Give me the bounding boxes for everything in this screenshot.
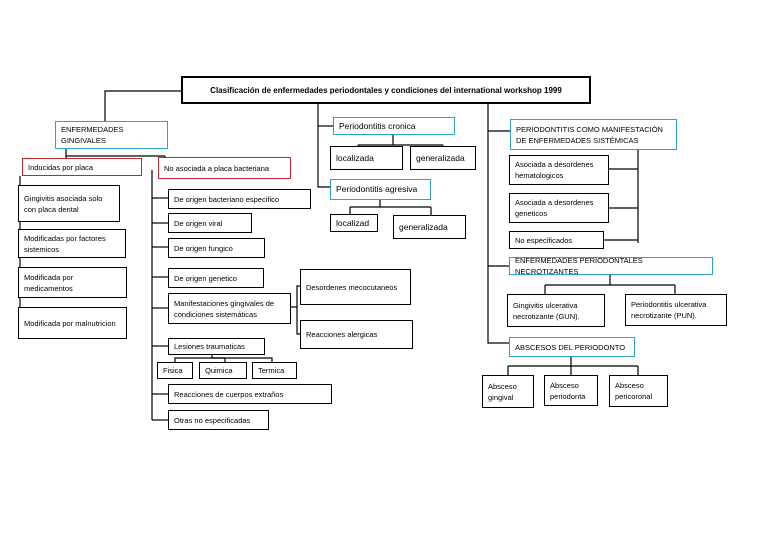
nonplaque-genetic: De origen genetico <box>168 268 264 288</box>
nonplaque-bacterial: De origen bacteriano especifico <box>168 189 311 209</box>
plaque-item-4: Modificada por malnutricion <box>18 307 127 339</box>
aggressive-generalized: generalizada <box>393 215 466 239</box>
nonplaque-unspecified: Otras no especificadas <box>168 410 269 430</box>
plaque-induced-header: Inducidas por placa <box>22 158 142 176</box>
abscess-header: ABSCESOS DEL PERIODONTO <box>509 337 635 357</box>
aggressive-localized: localizad <box>330 214 378 232</box>
plaque-item-3: Modificada por medicamentos <box>18 267 127 298</box>
systemic-periodontitis-header: PERIODONTITIS COMO MANIFESTACIÓN DE ENFE… <box>510 119 677 150</box>
aggressive-periodontitis-header: Periodontitis agresiva <box>330 179 431 200</box>
nonplaque-traumatic: Lesiones traumaticas <box>168 338 265 355</box>
systemic-hematologic: Asociada a desordenes hematologicos <box>509 155 609 185</box>
systemic-unspecified: No especificados <box>509 231 604 249</box>
nonplaque-fungal: De origen fungico <box>168 238 265 258</box>
non-plaque-header: No asociada a placa bacteriana <box>158 157 291 179</box>
chronic-periodontitis-header: Periodontitis cronica <box>333 117 455 135</box>
traumatic-physical: Fisica <box>157 362 193 379</box>
necrotizing-pun: Periodontitis ulcerativa necrotizante (P… <box>625 294 727 326</box>
gingival-header: ENFERMEDADES GINGIVALES <box>55 121 168 149</box>
diagram-title: Clasificación de enfermedades periodonta… <box>181 76 591 104</box>
abscess-gingival: Absceso gingival <box>482 375 534 408</box>
abscess-periodontal: Absceso periodonta <box>544 375 598 406</box>
nonplaque-systemic: Manifestaciones gingivales de condicione… <box>168 293 291 324</box>
traumatic-chemical: Quimica <box>199 362 247 379</box>
connector-title-gingival <box>104 90 181 121</box>
systemic-genetic: Asociada a desordenes geneticos <box>509 193 609 223</box>
traumatic-thermal: Termica <box>252 362 297 379</box>
nonplaque-viral: De origen viral <box>168 213 252 233</box>
connector-title-aggressive <box>317 104 330 188</box>
allergic-reactions: Reacciones alergicas <box>300 320 413 349</box>
necrotizing-gun: Gingivitis ulcerativa necrotizante (GUN)… <box>507 294 605 327</box>
mucocutaneous-disorders: Desordenes mecocutaneos <box>300 269 411 305</box>
necrotizing-header: ENFERMEDADES PERIODONTALES NECROTIZANTES <box>509 256 713 276</box>
plaque-item-2: Modificadas por factores sistemicos <box>18 229 126 258</box>
chronic-localized: localizada <box>330 146 403 170</box>
nonplaque-foreign-body: Reacciones de cuerpos extraños <box>168 384 332 404</box>
connector-right-spine <box>487 104 509 344</box>
abscess-pericoronal: Absceso pericoronal <box>609 375 668 407</box>
chronic-generalized: generalizada <box>410 146 476 170</box>
plaque-item-1: Gingivitis asociada solo con placa denta… <box>18 185 120 222</box>
